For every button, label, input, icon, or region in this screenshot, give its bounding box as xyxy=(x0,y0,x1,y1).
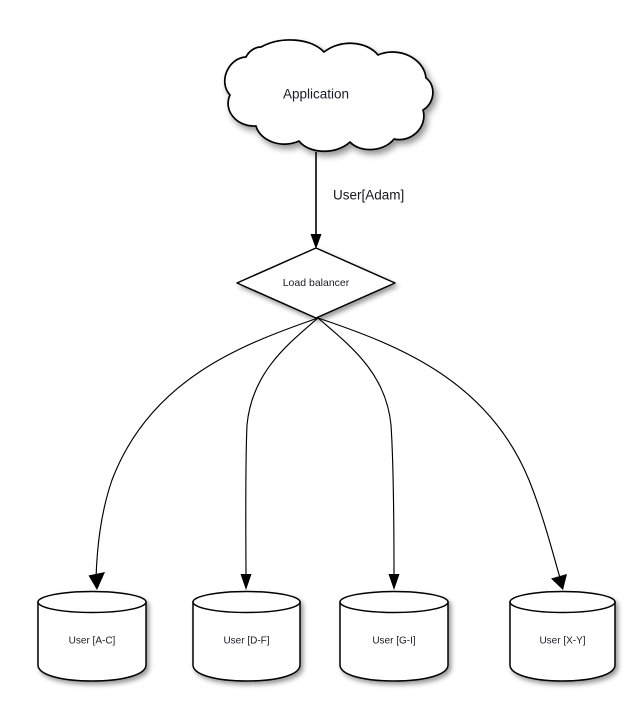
edge-label-user-adam: User[Adam] xyxy=(333,188,404,203)
node-database-3[interactable]: User [G-I] xyxy=(339,590,449,682)
database-2-label: User [D-F] xyxy=(223,636,269,647)
edge-to-database-4 xyxy=(317,317,567,590)
database-3-label: User [G-I] xyxy=(372,636,416,647)
edge-to-database-2-arrowhead xyxy=(240,574,252,590)
node-load-balancer[interactable]: Load balancer xyxy=(236,247,396,319)
cloud-label: Application xyxy=(283,87,349,102)
node-database-4[interactable]: User [X-Y] xyxy=(509,590,616,682)
diamond-icon xyxy=(236,247,396,319)
edge-to-database-3-line xyxy=(317,317,395,579)
node-database-2[interactable]: User [D-F] xyxy=(192,590,301,682)
database-icon xyxy=(509,590,616,682)
edge-app-to-balancer xyxy=(310,152,322,249)
node-database-1[interactable]: User [A-C] xyxy=(37,590,147,682)
edge-to-database-1 xyxy=(88,317,319,590)
database-icon xyxy=(37,590,147,682)
edge-to-database-1-line xyxy=(95,317,319,579)
edge-to-database-2 xyxy=(240,317,319,590)
database-1-label: User [A-C] xyxy=(69,636,116,647)
load-balancer-label: Load balancer xyxy=(283,277,350,289)
edge-balancer-to-databases xyxy=(88,317,567,590)
edge-app-to-balancer-arrowhead xyxy=(310,234,322,249)
edge-to-database-3 xyxy=(317,317,400,590)
edge-to-database-4-arrowhead xyxy=(551,574,567,590)
database-icon xyxy=(192,590,301,682)
database-4-label: User [X-Y] xyxy=(539,636,585,647)
database-icon xyxy=(339,590,449,682)
node-application-cloud[interactable]: Application xyxy=(224,39,434,153)
edge-to-database-1-arrowhead xyxy=(88,572,105,590)
edge-to-database-3-arrowhead xyxy=(388,574,400,590)
edge-to-database-2-line xyxy=(245,317,319,579)
cloud-icon xyxy=(224,39,434,153)
edge-to-database-4-line xyxy=(317,317,561,579)
